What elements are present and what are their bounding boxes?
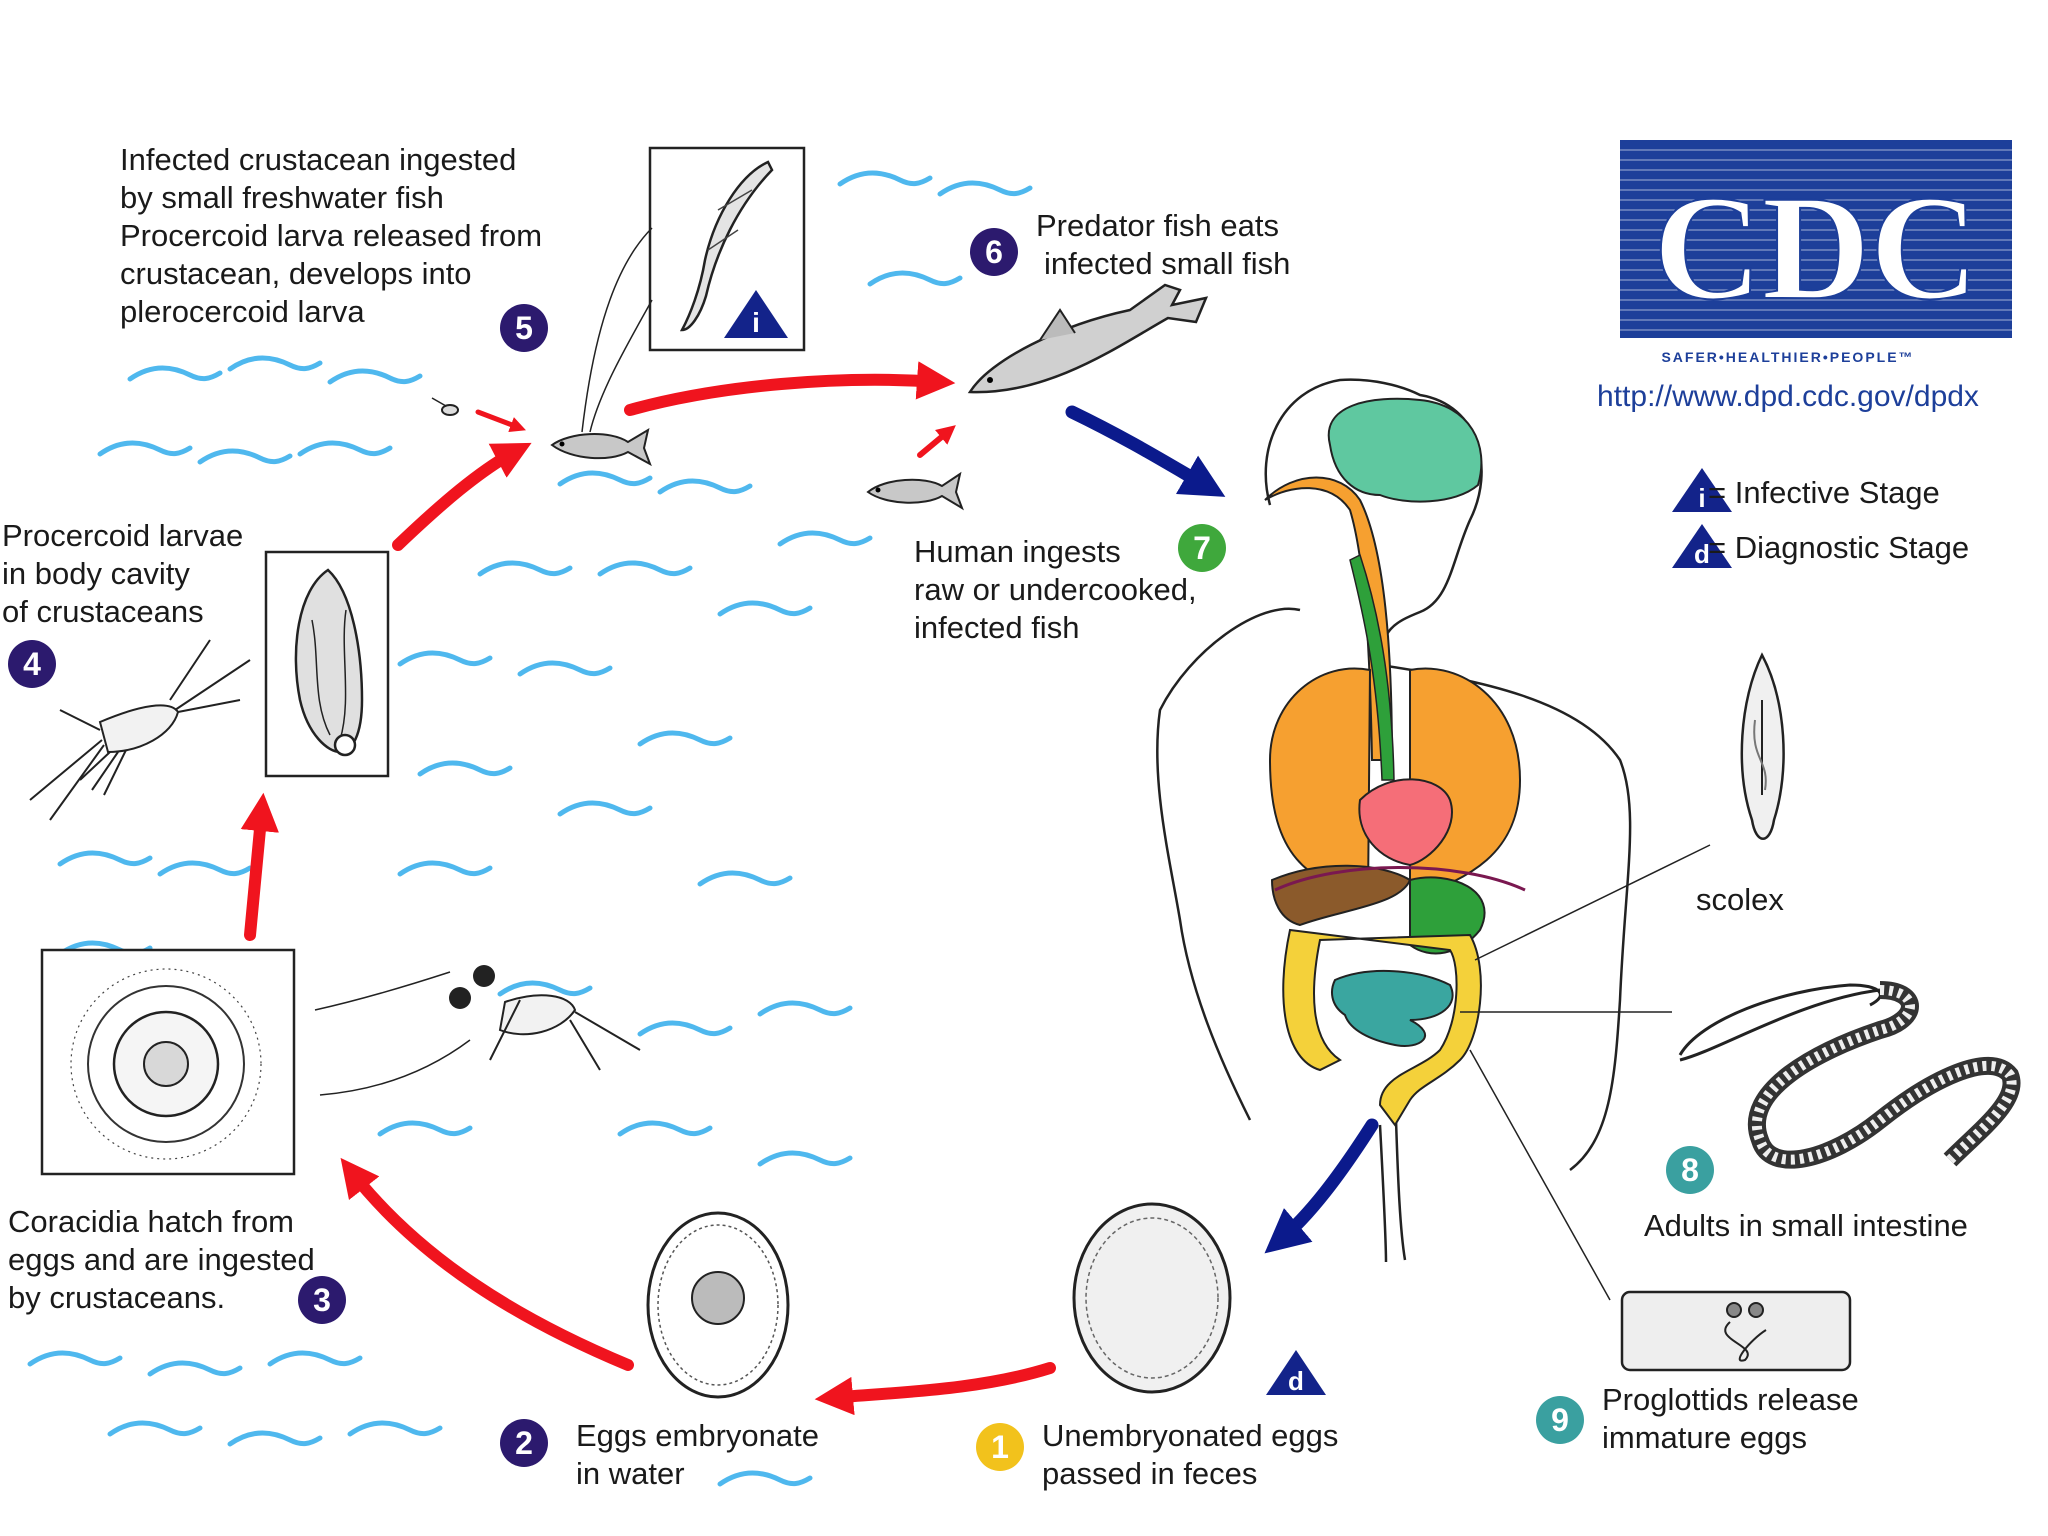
stage-5-line-2: by small freshwater fish [120, 180, 444, 215]
diagnostic-stage-marker-icon: d [1266, 1350, 1326, 1396]
cdc-tagline: SAFER•HEALTHIER•PEOPLE™ [1661, 349, 1914, 365]
stage-2-line-1: Eggs embryonate [576, 1418, 819, 1453]
badge-9: 9 [1551, 1402, 1569, 1438]
infective-stage-marker-icon: i [724, 290, 788, 338]
plerocercoid-box [648, 146, 806, 352]
plerocercoid-larva [679, 160, 774, 332]
arrow-copepod-to-fish [475, 409, 526, 433]
stage-8-line-1: Adults in small intestine [1644, 1208, 1968, 1243]
badge-2: 2 [515, 1425, 533, 1461]
prey-fish-icon [866, 471, 964, 511]
liver [1270, 864, 1412, 927]
embryonated-egg [646, 1211, 790, 1399]
stage-5-line-5: plerocercoid larva [120, 294, 365, 329]
stage-4-line-3: of crustaceans [2, 594, 204, 629]
procercoid-larva [294, 568, 364, 757]
stage-6-line-1: Predator fish eats [1036, 208, 1279, 243]
cdc-wordmark: CDC [1654, 165, 1979, 331]
brain [1327, 397, 1483, 503]
badge-3: 3 [313, 1282, 331, 1318]
infective-stage-triangle-icon: i [1672, 468, 1732, 513]
arrow-8-to-1 [1264, 1118, 1379, 1254]
stage-7-line-1: Human ingests [914, 534, 1121, 569]
cdc-url: http://www.dpd.cdc.gov/dpdx [1597, 380, 1979, 413]
coracidium [70, 968, 262, 1160]
stage-labels: Unembryonated eggs passed in feces Eggs … [2, 142, 1968, 1491]
badge-4: 4 [23, 646, 41, 682]
stage-5-line-1: Infected crustacean ingested [120, 142, 516, 177]
arrow-3-to-4 [240, 792, 279, 941]
arrow-1-to-2 [814, 1362, 1056, 1416]
arrow-5-to-6 [624, 361, 956, 416]
arrow-6-to-7 [1065, 405, 1226, 497]
stage-7-line-3: infected fish [914, 610, 1079, 645]
predator-fish-icon [967, 283, 1209, 394]
badge-6: 6 [985, 234, 1003, 270]
stage-3-line-1: Coracidia hatch from [8, 1204, 294, 1239]
cdc-logo: CDC [1620, 140, 2012, 338]
stage-1-line-1: Unembryonated eggs [1042, 1418, 1338, 1453]
adult-tapeworm-icon [1678, 981, 2021, 1169]
svg-text:d: d [1694, 539, 1710, 569]
stage-2-line-2: in water [576, 1456, 685, 1491]
small-intestine [1331, 969, 1454, 1047]
tiny-copepod-icon [431, 397, 459, 416]
proglottid-icon [1724, 1302, 1767, 1362]
cycle-arrows [240, 361, 1056, 1416]
arrow-small-fish [917, 425, 956, 458]
copepod-icon [29, 639, 251, 821]
badge-1: 1 [991, 1429, 1009, 1465]
human-organs [1264, 397, 1526, 1127]
stage-3-line-2: eggs and are ingested [8, 1242, 315, 1277]
colon [1282, 928, 1482, 1127]
stage-5-line-3: Procercoid larva released from [120, 218, 542, 253]
badge-8: 8 [1681, 1152, 1699, 1188]
scolex-label: scolex [1696, 882, 1784, 917]
legend-diagnostic-label: = Diagnostic Stage [1708, 530, 1969, 565]
diaphragm-line [1274, 866, 1526, 892]
legend-infective-label: = Infective Stage [1708, 475, 1940, 510]
diagnostic-stage-triangle-icon: d [1672, 524, 1732, 569]
stage-9-line-2: immature eggs [1602, 1420, 1807, 1455]
stage-9-line-1: Proglottids release [1602, 1382, 1859, 1417]
svg-text:i: i [752, 307, 760, 338]
proglottid-box [1620, 1290, 1852, 1372]
stage-4-line-1: Procercoid larvae [2, 518, 243, 553]
scolex-icon [1740, 652, 1785, 840]
svg-text:i: i [1698, 483, 1705, 513]
esophagus [1349, 553, 1395, 781]
stage-4-line-2: in body cavity [2, 556, 190, 591]
stage-badges: 1 2 3 4 5 6 7 8 9 [8, 228, 1714, 1471]
eggs-and-copepod-icon [449, 965, 641, 1071]
heart [1358, 778, 1453, 867]
stage-7-line-2: raw or undercooked, [914, 572, 1197, 607]
stage-3-line-3: by crustaceans. [8, 1280, 225, 1315]
human-body-outline [1156, 378, 1632, 1263]
stage-1-line-2: passed in feces [1042, 1456, 1257, 1491]
stage-5-line-4: crustacean, develops into [120, 256, 472, 291]
small-fish-icon [550, 427, 652, 467]
arrow-4-to-5 [392, 442, 532, 551]
stage-6-line-2: infected small fish [1044, 246, 1290, 281]
arrow-2-to-3 [340, 1157, 634, 1371]
svg-text:d: d [1288, 1366, 1304, 1396]
human-arrows [1065, 405, 1379, 1254]
badge-5: 5 [515, 310, 533, 346]
badge-7: 7 [1193, 530, 1211, 566]
unembryonated-egg [1072, 1202, 1232, 1394]
